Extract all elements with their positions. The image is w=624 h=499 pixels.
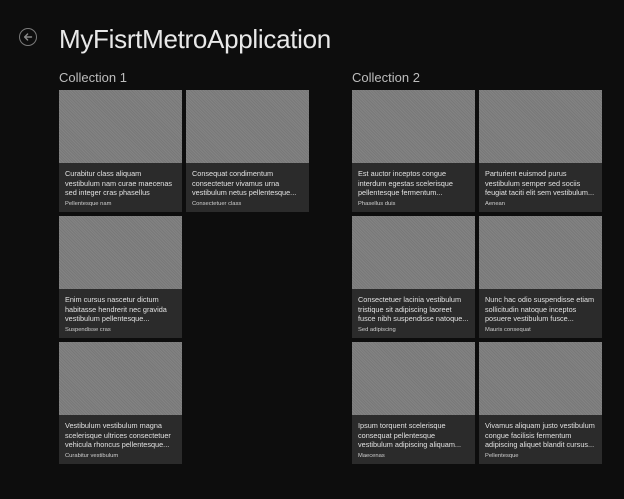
tile-text-overlay: Nunc hac odio suspendisse etiam sollicit…: [479, 289, 602, 338]
group-grid: Curabitur class aliquam vestibulum nam c…: [59, 90, 309, 464]
item-tile[interactable]: Curabitur class aliquam vestibulum nam c…: [59, 90, 182, 212]
tile-subtitle: Suspendisse cras: [65, 327, 111, 333]
tile-text-overlay: Enim cursus nascetur dictum habitasse he…: [59, 289, 182, 338]
tile-title: Ipsum torquent scelerisque consequat pel…: [358, 421, 462, 450]
item-tile[interactable]: Est auctor inceptos congue interdum eges…: [352, 90, 475, 212]
tile-text-overlay: Vivamus aliquam justo vestibulum congue …: [479, 415, 602, 464]
back-arrow-icon: [23, 33, 33, 41]
tile-title: Est auctor inceptos congue interdum eges…: [358, 169, 453, 198]
tile-subtitle: Phasellus duis: [358, 201, 396, 207]
group-collection-1: Collection 1 Curabitur class aliquam ves…: [59, 69, 309, 464]
tile-image: [59, 216, 182, 289]
item-tile[interactable]: Enim cursus nascetur dictum habitasse he…: [59, 216, 182, 338]
tile-text-overlay: Est auctor inceptos congue interdum eges…: [352, 163, 475, 212]
item-tile[interactable]: Vivamus aliquam justo vestibulum congue …: [479, 342, 602, 464]
tile-image: [186, 90, 309, 163]
tile-title: Consequat condimentum consectetuer vivam…: [192, 169, 297, 198]
tile-subtitle: Pellentesque: [485, 453, 519, 459]
tile-title: Parturient euismod purus vestibulum semp…: [485, 169, 595, 198]
tile-text-overlay: Consectetuer lacinia vestibulum tristiqu…: [352, 289, 475, 338]
tile-subtitle: Pellentesque nam: [65, 201, 112, 207]
tile-subtitle: Sed adipiscing: [358, 327, 396, 333]
tile-image: [59, 342, 182, 415]
tile-image: [479, 90, 602, 163]
tile-title: Consectetuer lacinia vestibulum tristiqu…: [358, 295, 469, 324]
tile-subtitle: Mauris consequat: [485, 327, 531, 333]
item-tile[interactable]: Ipsum torquent scelerisque consequat pel…: [352, 342, 475, 464]
tile-image: [59, 90, 182, 163]
tile-text-overlay: Vestibulum vestibulum magna scelerisque …: [59, 415, 182, 464]
page-title: MyFisrtMetroApplication: [59, 24, 331, 54]
tile-image: [479, 216, 602, 289]
group-grid: Est auctor inceptos congue interdum eges…: [352, 90, 602, 464]
group-collection-2: Collection 2 Est auctor inceptos congue …: [352, 69, 602, 464]
tile-text-overlay: Ipsum torquent scelerisque consequat pel…: [352, 415, 475, 464]
tile-image: [352, 90, 475, 163]
tile-title: Vivamus aliquam justo vestibulum congue …: [485, 421, 595, 450]
back-button[interactable]: [19, 28, 37, 46]
tile-subtitle: Aenean: [485, 201, 505, 207]
item-tile[interactable]: Vestibulum vestibulum magna scelerisque …: [59, 342, 182, 464]
tile-title: Enim cursus nascetur dictum habitasse he…: [65, 295, 167, 324]
item-tile[interactable]: Consequat condimentum consectetuer vivam…: [186, 90, 309, 212]
tile-title: Curabitur class aliquam vestibulum nam c…: [65, 169, 173, 198]
tile-image: [479, 342, 602, 415]
tile-text-overlay: Curabitur class aliquam vestibulum nam c…: [59, 163, 182, 212]
tile-text-overlay: Consequat condimentum consectetuer vivam…: [186, 163, 309, 212]
item-tile[interactable]: Parturient euismod purus vestibulum semp…: [479, 90, 602, 212]
item-tile[interactable]: Consectetuer lacinia vestibulum tristiqu…: [352, 216, 475, 338]
tile-subtitle: Curabitur vestibulum: [65, 453, 119, 459]
tile-image: [352, 342, 475, 415]
group-header[interactable]: Collection 2: [352, 70, 420, 85]
tile-subtitle: Maecenas: [358, 453, 385, 459]
tile-image: [352, 216, 475, 289]
group-header[interactable]: Collection 1: [59, 70, 127, 85]
tile-title: Vestibulum vestibulum magna scelerisque …: [65, 421, 171, 450]
item-tile[interactable]: Nunc hac odio suspendisse etiam sollicit…: [479, 216, 602, 338]
tile-subtitle: Consectetuer class: [192, 201, 242, 207]
tile-title: Nunc hac odio suspendisse etiam sollicit…: [485, 295, 595, 324]
tile-text-overlay: Parturient euismod purus vestibulum semp…: [479, 163, 602, 212]
